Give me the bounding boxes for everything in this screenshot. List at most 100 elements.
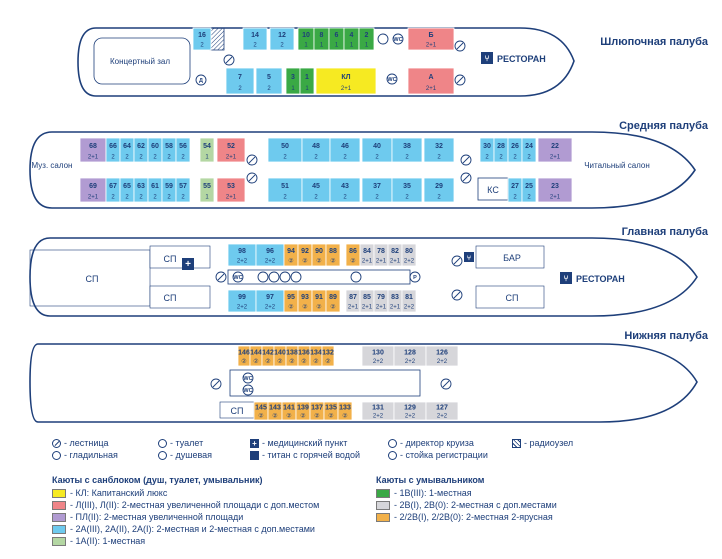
cabin-55[interactable]: 551 bbox=[199, 177, 215, 203]
cabin-45[interactable]: 452 bbox=[301, 177, 331, 203]
cabin-56[interactable]: 562 bbox=[175, 137, 191, 163]
cabin-32[interactable]: 322 bbox=[423, 137, 455, 163]
cabin-29[interactable]: 292 bbox=[423, 177, 455, 203]
cabin-81[interactable]: 812+2 bbox=[401, 289, 417, 313]
cabin-54[interactable]: 541 bbox=[199, 137, 215, 163]
cabin-82[interactable]: 822+1 bbox=[387, 243, 403, 267]
cabin-28[interactable]: 282 bbox=[493, 137, 509, 163]
cabin-3[interactable]: 31 bbox=[285, 67, 301, 95]
cabin-79[interactable]: 792+1 bbox=[373, 289, 389, 313]
cabin-16[interactable]: 162 bbox=[192, 27, 212, 51]
cabin-30[interactable]: 302 bbox=[479, 137, 495, 163]
cabin-57[interactable]: 572 bbox=[175, 177, 191, 203]
cabin-7[interactable]: 72 bbox=[225, 67, 255, 95]
cabin-86[interactable]: 86② bbox=[345, 243, 361, 267]
cabin-6[interactable]: 61 bbox=[328, 27, 345, 51]
cabin-60[interactable]: 602 bbox=[147, 137, 163, 163]
cabin-24[interactable]: 242 bbox=[521, 137, 537, 163]
cabin-90[interactable]: 90② bbox=[311, 243, 327, 267]
cabin-2[interactable]: 21 bbox=[358, 27, 375, 51]
cabin-67[interactable]: 672 bbox=[105, 177, 121, 203]
cabin-8[interactable]: 81 bbox=[313, 27, 330, 51]
shower-icon bbox=[257, 271, 269, 283]
cabin-97[interactable]: 972+2 bbox=[255, 289, 285, 313]
cabin-91[interactable]: 91② bbox=[311, 289, 327, 313]
cabin-63[interactable]: 632 bbox=[133, 177, 149, 203]
cabin-Б[interactable]: Б2+1 bbox=[407, 27, 455, 51]
cabin-40[interactable]: 402 bbox=[361, 137, 393, 163]
cabin-87[interactable]: 872+1 bbox=[345, 289, 361, 313]
cabin-48[interactable]: 482 bbox=[301, 137, 331, 163]
cabin-50[interactable]: 502 bbox=[267, 137, 303, 163]
cabin-83[interactable]: 832+1 bbox=[387, 289, 403, 313]
cabin-38[interactable]: 382 bbox=[391, 137, 423, 163]
cabin-4[interactable]: 41 bbox=[343, 27, 360, 51]
cabin-46[interactable]: 462 bbox=[329, 137, 361, 163]
cabin-number: 93 bbox=[301, 294, 309, 301]
cabin-84[interactable]: 842+1 bbox=[359, 243, 375, 267]
cabin-58[interactable]: 582 bbox=[161, 137, 177, 163]
cabin-66[interactable]: 662 bbox=[105, 137, 121, 163]
cabin-80[interactable]: 802+2 bbox=[401, 243, 417, 267]
main-sp-bottom bbox=[149, 285, 211, 309]
cabin-27[interactable]: 272 bbox=[507, 177, 523, 203]
cabin-53[interactable]: 532+1 bbox=[216, 177, 246, 203]
cabin-51[interactable]: 512 bbox=[267, 177, 303, 203]
cabin-35[interactable]: 352 bbox=[391, 177, 423, 203]
cabin-52[interactable]: 522+1 bbox=[216, 137, 246, 163]
cabin-5[interactable]: 52 bbox=[255, 67, 283, 95]
cabin-10[interactable]: 101 bbox=[297, 27, 315, 51]
cabin-23[interactable]: 232+1 bbox=[537, 177, 573, 203]
cabin-12[interactable]: 122 bbox=[269, 27, 295, 51]
cabin-95[interactable]: 95② bbox=[283, 289, 299, 313]
cabin-62[interactable]: 622 bbox=[133, 137, 149, 163]
cabin-14[interactable]: 142 bbox=[242, 27, 268, 51]
cabin-68[interactable]: 682+1 bbox=[79, 137, 107, 163]
cabin-59[interactable]: 592 bbox=[161, 177, 177, 203]
cabin-37[interactable]: 372 bbox=[361, 177, 393, 203]
cabin-99[interactable]: 992+2 bbox=[227, 289, 257, 313]
cabin-88[interactable]: 88② bbox=[325, 243, 341, 267]
cabin-93[interactable]: 93② bbox=[297, 289, 313, 313]
cabin-КЛ[interactable]: КЛ2+1 bbox=[315, 67, 377, 95]
cabin-92[interactable]: 92② bbox=[297, 243, 313, 267]
cabin-69[interactable]: 692+1 bbox=[79, 177, 107, 203]
cabin-1[interactable]: 11 bbox=[299, 67, 315, 95]
cabin-22[interactable]: 222+1 bbox=[537, 137, 573, 163]
cabin-43[interactable]: 432 bbox=[329, 177, 361, 203]
cabin-89[interactable]: 89② bbox=[325, 289, 341, 313]
cabin-64[interactable]: 642 bbox=[119, 137, 135, 163]
cabin-61[interactable]: 612 bbox=[147, 177, 163, 203]
cabin-96[interactable]: 962+2 bbox=[255, 243, 285, 267]
cabin-98[interactable]: 982+2 bbox=[227, 243, 257, 267]
cabin-94[interactable]: 94② bbox=[283, 243, 299, 267]
cabin-25[interactable]: 252 bbox=[521, 177, 537, 203]
cabin-65[interactable]: 652 bbox=[119, 177, 135, 203]
cabin-А[interactable]: А2+1 bbox=[407, 67, 455, 95]
cabin-26[interactable]: 262 bbox=[507, 137, 523, 163]
cabin-78[interactable]: 782+1 bbox=[373, 243, 389, 267]
cabin-number: 46 bbox=[341, 143, 349, 150]
cabin-85[interactable]: 852+1 bbox=[359, 289, 375, 313]
